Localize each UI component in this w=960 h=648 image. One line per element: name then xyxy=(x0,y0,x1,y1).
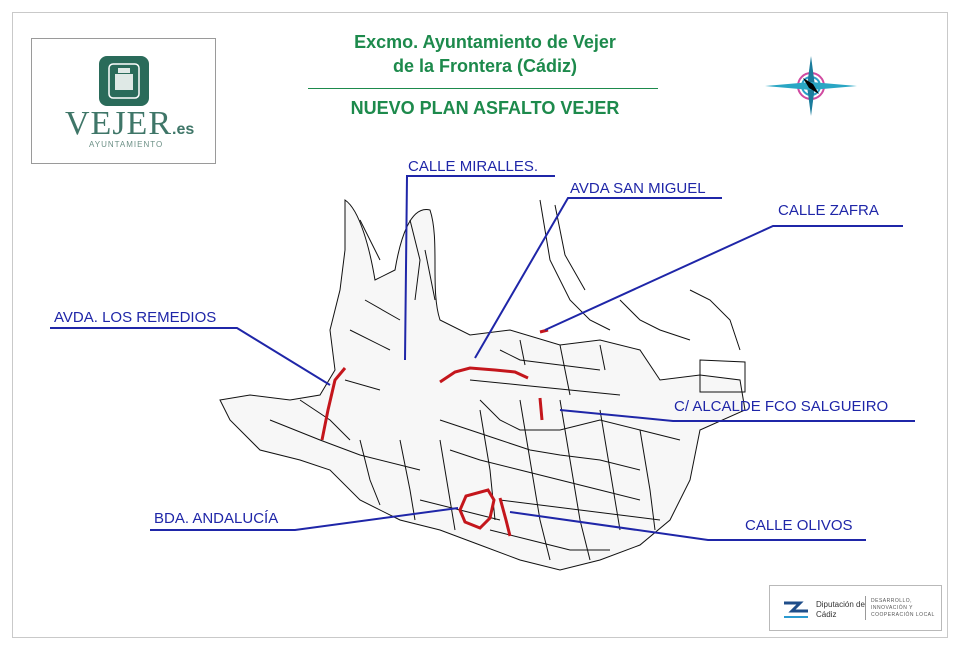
label-alcalde-salgueiro: C/ ALCALDE FCO SALGUEIRO xyxy=(674,398,889,415)
plan-title: NUEVO PLAN ASFALTO VEJER xyxy=(350,98,620,118)
label-bda-andalucia: BDA. ANDALUCÍA xyxy=(154,510,279,527)
logo-word: VEJER xyxy=(65,105,172,142)
label-avda-san-miguel: AVDA SAN MIGUEL xyxy=(570,180,706,197)
title-line-1: Excmo. Ayuntamiento de Vejer xyxy=(354,32,616,52)
label-calle-olivos: CALLE OLIVOS xyxy=(745,517,853,534)
route-san-miguel xyxy=(439,366,529,384)
label-calle-miralles: CALLE MIRALLES. xyxy=(408,158,539,175)
label-calle-zafra: CALLE ZAFRA xyxy=(778,202,879,219)
route-andalucia xyxy=(458,488,496,530)
asphalt-routes xyxy=(320,328,549,537)
leader-salgueiro xyxy=(559,409,915,422)
leader-remedios xyxy=(50,327,331,386)
route-olivos xyxy=(498,497,512,537)
leader-zafra xyxy=(544,225,903,331)
title-divider xyxy=(308,88,658,89)
title-line-2: de la Frontera (Cádiz) xyxy=(392,56,578,76)
route-zafra xyxy=(539,328,549,334)
leader-olivos xyxy=(509,511,866,541)
route-remedios xyxy=(320,367,347,441)
diputacion-logo-icon xyxy=(784,601,808,618)
diputacion-badge: Diputación de Cádiz DESARROLLO, INNOVACI… xyxy=(769,585,942,631)
leader-san-miguel xyxy=(474,197,722,359)
street-network xyxy=(219,199,746,571)
badge-divider xyxy=(865,596,866,620)
leader-lines xyxy=(50,175,915,541)
label-avda-los-remedios: AVDA. LOS REMEDIOS xyxy=(54,309,217,326)
badge-text: DESARROLLO, INNOVACIÓN Y COOPERACIÓN LOC… xyxy=(871,598,935,618)
compass-rose-icon xyxy=(765,56,857,116)
town-crest-icon xyxy=(99,56,149,106)
leader-miralles xyxy=(404,175,555,361)
vejer-logo: VEJER.es AYUNTAMIENTO xyxy=(31,38,216,164)
route-salgueiro xyxy=(538,397,544,421)
badge-name: Diputación de Cádiz xyxy=(816,600,865,619)
logo-subtitle: AYUNTAMIENTO xyxy=(89,140,164,149)
logo-suffix: .es xyxy=(172,121,195,138)
leader-andalucia xyxy=(150,507,459,531)
